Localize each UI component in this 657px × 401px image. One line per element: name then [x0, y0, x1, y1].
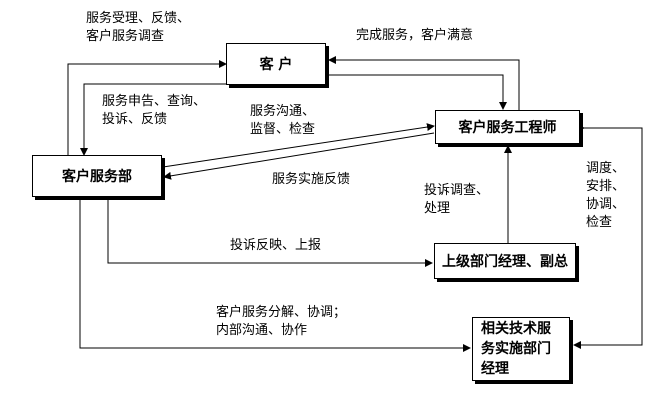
- label-complaint-investigation: 投诉调查、 处理: [424, 183, 490, 216]
- node-engineer-label: 客户服务工程师: [458, 120, 557, 136]
- label-communicate-supervise: 服务沟通、 监督、检查: [250, 104, 316, 137]
- arrow-engineer-tech-bidirectional: [573, 124, 643, 349]
- node-customer-label: 客 户: [259, 57, 293, 73]
- node-tech-manager-label: 相关技术服 务实施部门 经理: [481, 321, 551, 377]
- label-accept-feedback-survey: 服务受理、反馈、 客户服务调查: [86, 11, 191, 44]
- arrow-customer-to-engineer: [329, 74, 507, 110]
- label-declare-query-complain: 服务申告、查询、 投诉、反馈: [102, 94, 207, 127]
- node-customer: 客 户: [226, 43, 326, 85]
- label-complete-service: 完成服务，客户满意: [356, 28, 474, 43]
- node-engineer: 客户服务工程师: [435, 110, 580, 144]
- arrow-engineer-to-service-dept: [163, 132, 435, 180]
- node-senior-manager: 上级部门经理、副总: [434, 243, 576, 279]
- arrow-service-dept-to-customer: [67, 60, 227, 155]
- label-decompose-coordinate: 客户服务分解、协调； 内部沟通、协作: [216, 305, 347, 338]
- label-implementation-feedback: 服务实施反馈: [272, 172, 351, 187]
- node-tech-manager: 相关技术服 务实施部门 经理: [472, 317, 570, 381]
- arrow-customer-to-service-dept: [80, 83, 226, 156]
- label-dispatch-coordinate: 调度、 安排、 协调、 检查: [586, 161, 626, 230]
- arrow-service-dept-tech-bidirectional: [76, 191, 471, 352]
- node-service-dept-label: 客户服务部: [62, 169, 132, 185]
- node-service-dept: 客户服务部: [32, 155, 162, 197]
- node-senior-manager-label: 上级部门经理、副总: [442, 254, 568, 270]
- label-complaint-report: 投诉反映、上报: [230, 238, 322, 253]
- arrow-service-dept-to-engineer: [162, 123, 435, 168]
- arrow-engineer-to-customer: [328, 56, 520, 112]
